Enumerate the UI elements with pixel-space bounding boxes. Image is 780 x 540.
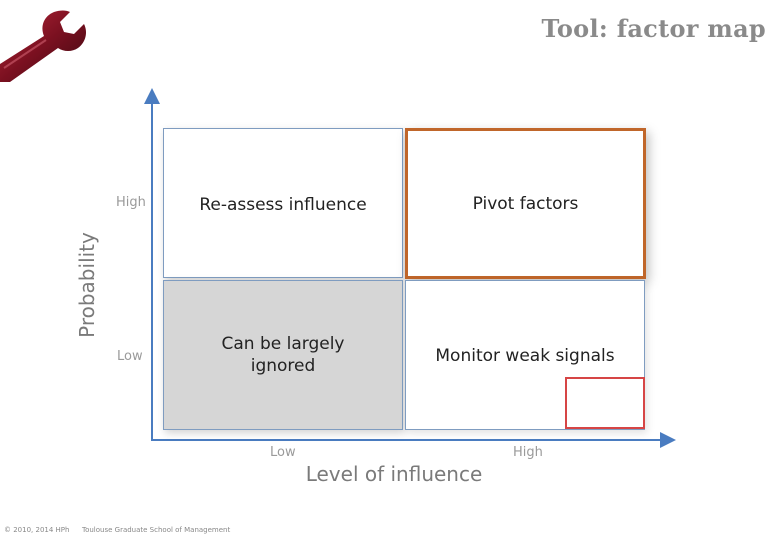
- wrench-icon: [0, 10, 86, 82]
- quadrant-label: Re-assess influence: [199, 195, 367, 215]
- weak-signal-highlight-box: [565, 377, 645, 429]
- quadrant-reassess-influence: Re-assess influence: [163, 128, 403, 278]
- x-tick-high: High: [513, 445, 543, 460]
- quadrant-label: Can be largely ignored: [221, 334, 345, 376]
- page-title: Tool: factor map: [541, 14, 766, 43]
- quadrant-label: Pivot factors: [472, 193, 579, 214]
- y-axis-label: Probability: [75, 232, 99, 338]
- quadrant-label: Monitor weak signals: [435, 346, 615, 366]
- x-axis-label: Level of influence: [305, 462, 483, 486]
- footer-copyright: © 2010, 2014 HPh: [4, 526, 70, 534]
- y-tick-low: Low: [117, 349, 143, 364]
- x-tick-low: Low: [270, 445, 296, 460]
- quadrant-pivot-factors: Pivot factors: [405, 128, 646, 279]
- y-tick-high: High: [116, 195, 146, 210]
- footer-school: Toulouse Graduate School of Management: [82, 526, 231, 534]
- quadrant-largely-ignored: Can be largely ignored: [163, 280, 403, 430]
